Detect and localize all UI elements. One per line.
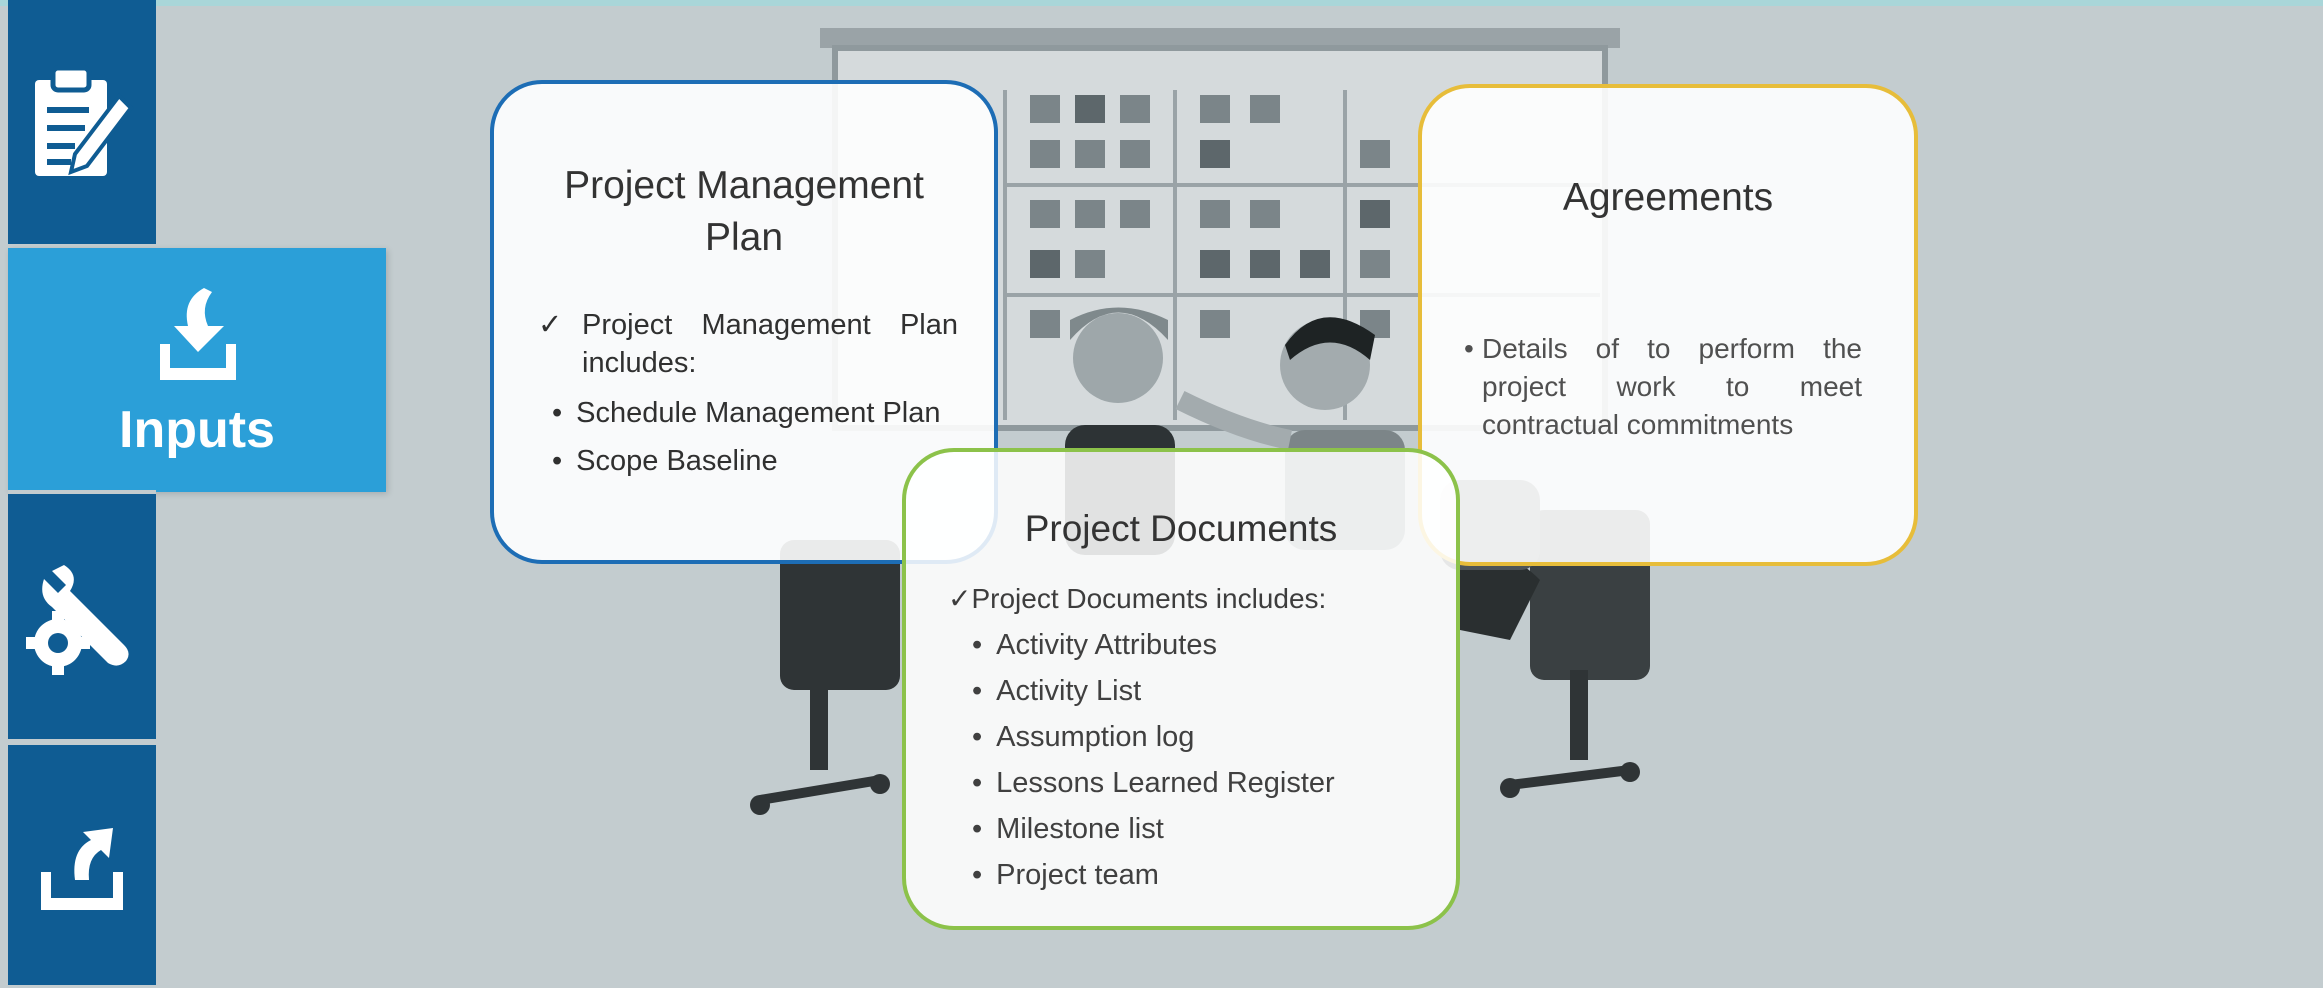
list-item: Activity List xyxy=(972,668,1335,714)
nav-planning[interactable] xyxy=(8,0,156,244)
list-item: Scope Baseline xyxy=(552,437,941,485)
list-item: Schedule Management Plan xyxy=(552,389,940,437)
clipboard-pencil-icon xyxy=(35,65,134,176)
list-item: Activity Attributes xyxy=(972,622,1335,668)
pmp-check-text: Project Management Plan includes: xyxy=(582,309,958,379)
pmp-list: Schedule Management Plan Scope Baseline xyxy=(552,389,941,485)
check-icon: ✓ xyxy=(538,309,563,341)
nav-outputs[interactable] xyxy=(8,745,156,985)
agreements-title: Agreements xyxy=(1562,176,1774,219)
upload-tray-icon xyxy=(41,828,123,910)
list-item: Lessons Learned Register xyxy=(972,760,1335,806)
nav-separator xyxy=(8,741,156,745)
download-tray-icon xyxy=(160,288,236,380)
nav-inputs-label: Inputs xyxy=(119,401,275,459)
agreements-item: • Details of to perform the project work… xyxy=(1464,330,1862,444)
check-icon: ✓ xyxy=(948,583,972,614)
agreements-text: Details of to perform the project work t… xyxy=(1482,333,1862,440)
documents-title: Project Documents xyxy=(1024,508,1338,549)
sidebar: Inputs xyxy=(0,0,386,988)
agreements-card: Agreements • Details of to perform the p… xyxy=(1418,84,1918,566)
documents-checked-item: ✓Project Documents includes: xyxy=(948,582,1326,615)
gear-wrench-icon xyxy=(26,564,129,675)
nav-inputs[interactable]: Inputs xyxy=(8,248,386,492)
documents-list: Activity Attributes Activity List Assump… xyxy=(972,622,1335,898)
nav-separator xyxy=(8,244,156,248)
nav-tools[interactable] xyxy=(8,494,156,739)
list-item: Project team xyxy=(972,852,1335,898)
nav-separator xyxy=(8,490,156,494)
top-accent-line xyxy=(0,0,2323,6)
pmp-checked-item: ✓ Project Management Plan includes: xyxy=(538,306,958,382)
list-item: Milestone list xyxy=(972,806,1335,852)
documents-card: Project Documents ✓Project Documents inc… xyxy=(902,448,1460,930)
list-item: Assumption log xyxy=(972,714,1335,760)
documents-check-text: Project Documents includes: xyxy=(971,583,1327,614)
bullet-icon: • xyxy=(1464,333,1474,364)
